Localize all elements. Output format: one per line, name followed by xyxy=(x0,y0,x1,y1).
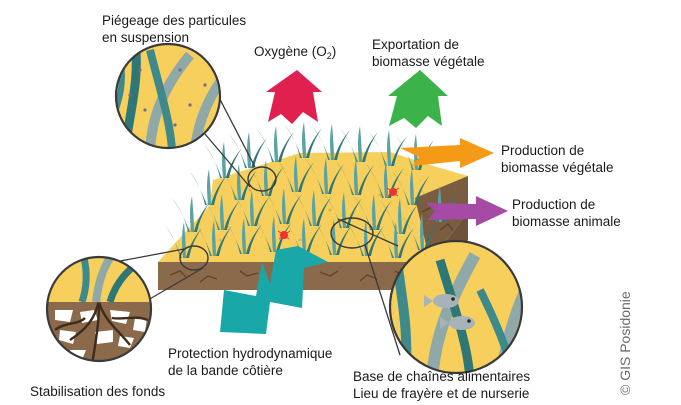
plant-biomass-line-1: Production de xyxy=(501,142,614,159)
animal-biomass-line-2: biomasse animale xyxy=(512,213,621,230)
particle-trapping-label: Piégeage des particules en suspension xyxy=(102,12,246,46)
seabed-stabilisation-label: Stabilisation des fonds xyxy=(30,383,165,400)
oxygen-text-end: ) xyxy=(332,44,337,59)
animal-biomass-line-1: Production de xyxy=(512,196,621,213)
export-biomass-arrow xyxy=(388,70,448,128)
copyright-notice: © GIS Posidonie xyxy=(617,291,633,395)
oxygen-label: Oxygène (O2) xyxy=(254,43,336,65)
zoom-particle-trapping xyxy=(112,40,225,150)
particle-trapping-line-1: Piégeage des particules xyxy=(102,12,246,29)
food-chain-label: Base de chaînes alimentaires Lieu de fra… xyxy=(353,368,530,402)
hydrodynamic-protection-line-1: Protection hydrodynamique xyxy=(168,345,332,362)
hydrodynamic-protection-line-2: de la bande côtière xyxy=(168,362,332,379)
export-biomass-label: Exportation de biomasse végétale xyxy=(372,36,485,70)
animal-biomass-label: Production de biomasse animale xyxy=(512,196,621,230)
zoom-fish-nursery xyxy=(390,241,530,380)
export-biomass-line-2: biomasse végétale xyxy=(372,53,485,70)
plant-biomass-arrow xyxy=(400,138,494,168)
plant-biomass-line-2: biomasse végétale xyxy=(501,159,614,176)
oxygen-arrow xyxy=(266,70,322,124)
oxygen-text: Oxygène (O xyxy=(254,44,327,59)
hydrodynamic-protection-label: Protection hydrodynamique de la bande cô… xyxy=(168,345,332,379)
food-chain-line-1: Base de chaînes alimentaires xyxy=(353,368,530,385)
food-chain-line-2: Lieu de frayère et de nurserie xyxy=(353,385,530,402)
zoom-seabed-stabilisation xyxy=(40,257,160,372)
export-biomass-line-1: Exportation de xyxy=(372,36,485,53)
plant-biomass-label: Production de biomasse végétale xyxy=(501,142,614,176)
particle-trapping-line-2: en suspension xyxy=(102,29,246,46)
